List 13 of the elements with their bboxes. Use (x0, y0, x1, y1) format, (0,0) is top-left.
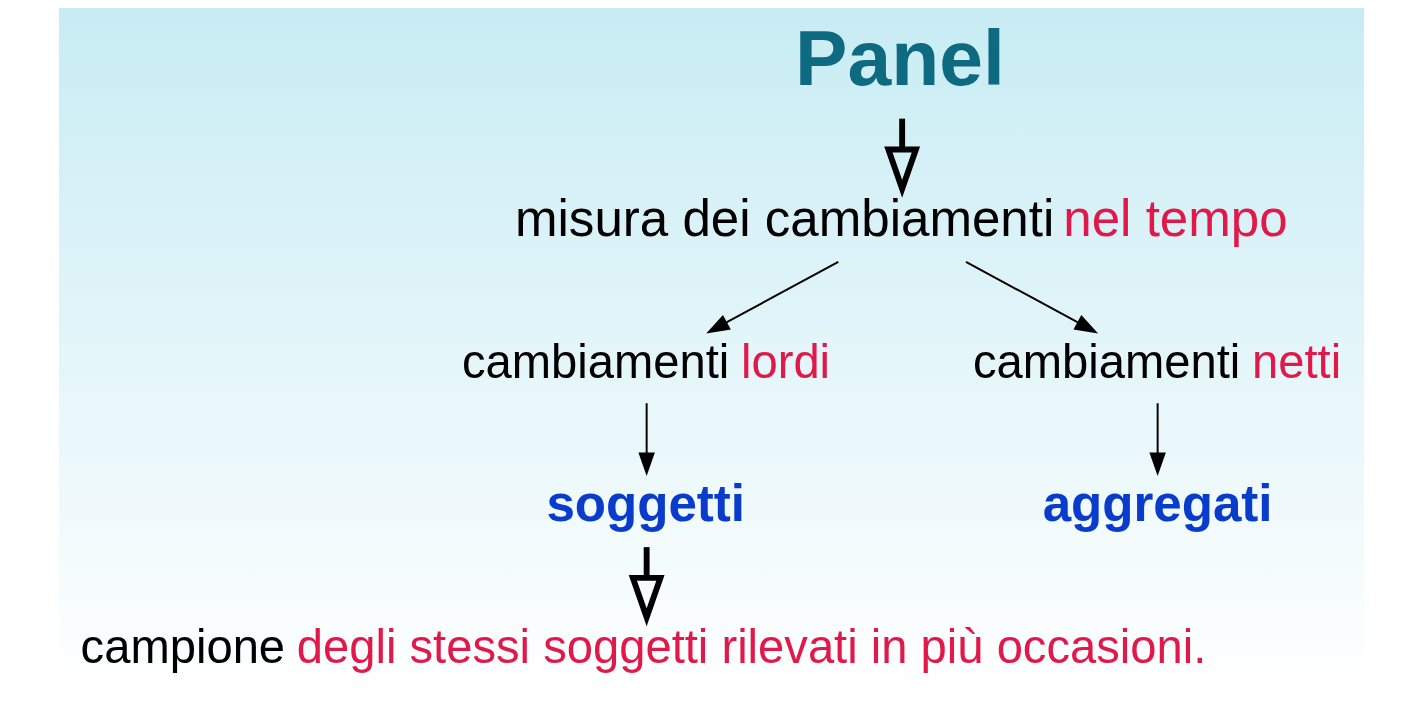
node-text: cambiamenti lordi (461, 334, 830, 388)
arrow (628, 547, 665, 627)
node-text: aggregati (1042, 474, 1273, 532)
node-text: misura dei cambiamenti nel tempo (514, 189, 1288, 247)
node-text: soggetti (545, 474, 745, 532)
arrow (637, 402, 655, 477)
node-text: Panel (794, 13, 1005, 102)
arrow (1148, 402, 1166, 477)
node-text: cambiamenti netti (972, 334, 1341, 388)
arrow (883, 118, 920, 198)
arrow (705, 260, 839, 334)
arrow (964, 260, 1098, 334)
node-text: campione degli stessi soggetti rilevati in più occasioni. (80, 619, 1206, 673)
